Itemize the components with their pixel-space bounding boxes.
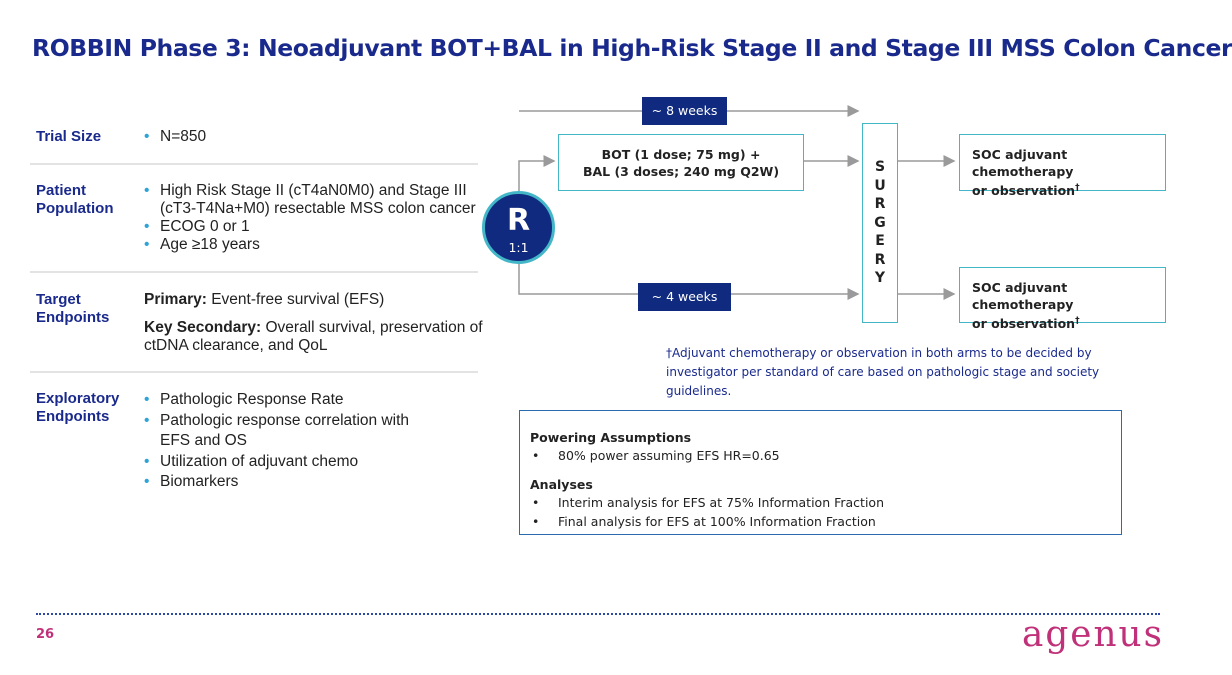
powering-heading: Powering Assumptions (530, 430, 692, 445)
population-item: High Risk Stage II (cT4aN0M0) and Stage … (144, 182, 484, 218)
population-item: ECOG 0 or 1 (144, 218, 484, 236)
agenus-logo: agenus (1022, 614, 1164, 655)
outcome-bottom-line-1: SOC adjuvant chemotherapy (972, 280, 1074, 312)
duration-4-weeks-tag: ~ 4 weeks (638, 283, 731, 311)
exploratory-item: Biomarkers (144, 472, 434, 493)
exploratory-endpoints-label: Exploratory Endpoints (36, 390, 120, 425)
outcome-top-box: SOC adjuvant chemotherapy or observation… (959, 134, 1166, 198)
exploratory-item: Pathologic Response Rate (144, 390, 434, 411)
outcome-bottom-box: SOC adjuvant chemotherapy or observation… (959, 267, 1166, 331)
flow-arrows (518, 105, 956, 300)
row-divider (30, 271, 478, 273)
powering-item: 80% power assuming EFS HR=0.65 (530, 446, 1111, 465)
page-number: 26 (36, 627, 55, 642)
trial-size-row: Trial Size N=850 (30, 128, 478, 158)
trial-size-list: N=850 (144, 128, 484, 146)
svg-text:agenus: agenus (1022, 614, 1164, 655)
duration-8-weeks-tag: ~ 8 weeks (642, 97, 727, 125)
surgery-letter: R (874, 251, 886, 268)
surgery-letter: R (874, 196, 886, 212)
surgery-letter: Y (874, 270, 886, 286)
treatment-line-2: BAL (3 doses; 240 mg Q2W) (582, 164, 780, 179)
arm-top-arrow (518, 155, 556, 191)
secondary-endpoint: Key Secondary: Overall survival, preserv… (144, 319, 483, 354)
arm-bottom-arrow (518, 264, 860, 300)
powering-box: Powering Assumptions 80% power assuming … (519, 410, 1122, 535)
exploratory-item: Utilization of adjuvant chemo (144, 452, 434, 473)
row-divider (30, 163, 478, 165)
outcome-top-line-1: SOC adjuvant chemotherapy (972, 147, 1074, 179)
treatment-box: BOT (1 dose; 75 mg) + BAL (3 doses; 240 … (558, 134, 804, 191)
analyses-item: Interim analysis for EFS at 75% Informat… (530, 493, 1111, 512)
surgery-box: S U R G E R Y (862, 123, 898, 323)
surgery-letter: U (874, 177, 886, 194)
exploratory-endpoints-row: Exploratory Endpoints Pathologic Respons… (30, 390, 478, 500)
target-endpoints-label: Target Endpoints (36, 291, 110, 326)
analyses-item: Final analysis for EFS at 100% Informati… (530, 512, 1111, 531)
trial-size-label: Trial Size (36, 128, 102, 145)
analyses-heading: Analyses (530, 477, 593, 492)
exploratory-item: Pathologic response correlation with EFS… (144, 411, 434, 452)
patient-population-label: Patient Population (36, 182, 114, 217)
population-item: Age ≥18 years (144, 236, 484, 254)
row-divider (30, 371, 478, 373)
trial-size-item: N=850 (144, 128, 484, 146)
surgery-letter: S (874, 159, 886, 175)
outcome-top-line-2: or observation† (972, 183, 1080, 199)
randomization-letter: R (506, 203, 531, 238)
patient-population-row: Patient Population High Risk Stage II (c… (30, 182, 478, 262)
slide-title: ROBBIN Phase 3: Neoadjuvant BOT+BAL in H… (32, 34, 1232, 62)
treatment-line-1: BOT (1 dose; 75 mg) + (601, 147, 761, 162)
randomization-circle: R 1:1 (482, 191, 555, 264)
patient-population-list: High Risk Stage II (cT4aN0M0) and Stage … (144, 182, 484, 254)
exploratory-list: Pathologic Response Rate Pathologic resp… (144, 390, 434, 493)
footer-divider (36, 613, 1160, 615)
target-endpoints-row: Target Endpoints Primary: Event-free sur… (30, 291, 483, 361)
surgery-letter: G (874, 214, 886, 231)
footnote: †Adjuvant chemotherapy or observation in… (666, 346, 1100, 398)
primary-endpoint: Primary: Event-free survival (EFS) (144, 291, 385, 308)
randomization-ratio: 1:1 (508, 240, 529, 255)
outcome-bottom-line-2: or observation† (972, 316, 1080, 332)
surgery-letter: E (875, 233, 885, 249)
